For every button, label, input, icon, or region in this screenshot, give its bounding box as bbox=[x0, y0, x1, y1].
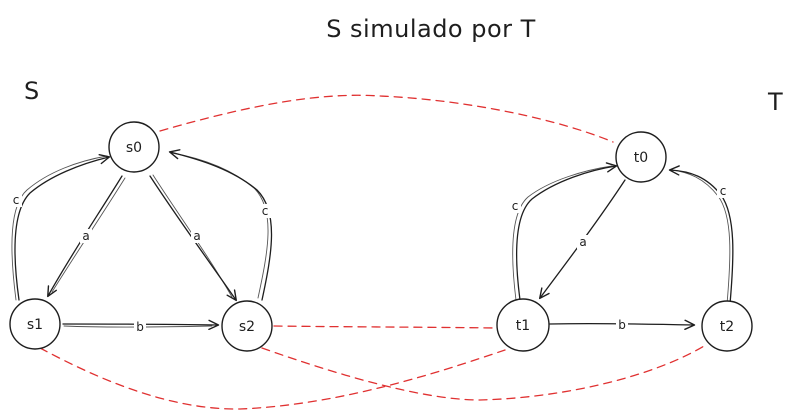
simulation-link-s2-t1 bbox=[273, 325, 498, 329]
node-t2[interactable]: t2 bbox=[701, 300, 753, 352]
edge-label-s1-s2: b bbox=[134, 319, 146, 334]
edge-t1-t0 bbox=[516, 162, 618, 301]
graph-label-s: S bbox=[24, 77, 39, 105]
simulation-link-s0-t0 bbox=[159, 94, 614, 143]
node-t0[interactable]: t0 bbox=[615, 131, 667, 183]
edge-labels: c a a c b c a b bbox=[10, 184, 729, 334]
svg-text:c: c bbox=[262, 204, 269, 218]
edge-label-s1-s0: c bbox=[10, 193, 22, 207]
node-label: t2 bbox=[720, 319, 734, 335]
edge-t1-t0-sketch bbox=[512, 165, 613, 301]
node-s1[interactable]: s1 bbox=[9, 298, 61, 350]
edge-label-s2-s0: c bbox=[259, 204, 271, 218]
graph-label-t: T bbox=[767, 88, 783, 116]
node-label: s2 bbox=[239, 319, 255, 335]
edge-t2-t0-sketch bbox=[671, 169, 731, 305]
edge-t2-t0 bbox=[668, 165, 734, 305]
node-s2[interactable]: s2 bbox=[221, 300, 273, 352]
edge-label-t0-t1: a bbox=[577, 235, 589, 249]
edge-s1-s0-sketch bbox=[11, 155, 108, 301]
graph-s-nodes: s0 s1 s2 bbox=[9, 121, 273, 352]
edge-label-s0-s1: a bbox=[80, 229, 92, 243]
graph-s-edges bbox=[11, 149, 273, 331]
edge-label-t1-t2: b bbox=[616, 317, 628, 332]
svg-text:a: a bbox=[82, 229, 89, 243]
node-label: t1 bbox=[516, 318, 530, 334]
node-t1[interactable]: t1 bbox=[496, 298, 550, 352]
simulation-relation bbox=[39, 94, 705, 410]
diagram-title: S simulado por T bbox=[326, 15, 536, 43]
edge-s2-s0 bbox=[168, 149, 273, 301]
svg-text:b: b bbox=[136, 320, 144, 334]
node-s0[interactable]: s0 bbox=[108, 121, 160, 173]
svg-text:c: c bbox=[13, 193, 20, 207]
edge-label-s0-s2: a bbox=[191, 229, 203, 243]
edge-label-t1-t0: c bbox=[509, 199, 521, 213]
node-label: s0 bbox=[126, 140, 142, 156]
node-label: t0 bbox=[634, 150, 648, 166]
svg-text:c: c bbox=[512, 199, 519, 213]
node-label: s1 bbox=[27, 317, 43, 333]
svg-text:a: a bbox=[579, 235, 586, 249]
graph-t-nodes: t0 t1 t2 bbox=[496, 131, 753, 352]
simulation-link-s2-t2 bbox=[261, 345, 705, 401]
svg-text:c: c bbox=[720, 184, 727, 198]
graph-t-edges bbox=[512, 162, 734, 331]
simulation-link-s1-t1 bbox=[39, 347, 506, 410]
edge-s1-s0 bbox=[14, 154, 111, 301]
svg-text:a: a bbox=[193, 229, 200, 243]
edge-label-t2-t0: c bbox=[717, 184, 729, 198]
svg-text:b: b bbox=[618, 318, 626, 332]
